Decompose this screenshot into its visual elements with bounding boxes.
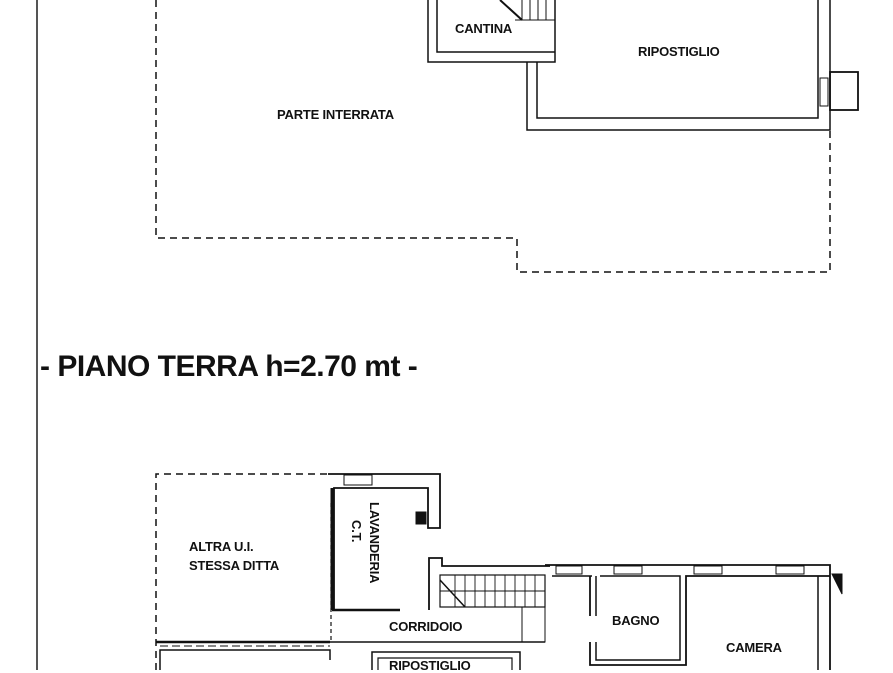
room-label-bagno: BAGNO [612,613,660,628]
room-label-camera: CAMERA [726,640,782,655]
ground-floor-plan [155,473,843,670]
room-label-corridoio: CORRIDOIO [389,619,463,634]
floor-title: - PIANO TERRA h=2.70 mt - [40,350,418,383]
room-label-ripostiglio-basement: RIPOSTIGLIO [638,44,720,59]
room-label-stessa-ditta: STESSA DITTA [189,558,280,573]
room-label-cantina: CANTINA [455,21,513,36]
room-label-parte-interrata: PARTE INTERRATA [277,107,394,122]
basement-plan [155,0,859,273]
room-label-altra-ui: ALTRA U.I. [189,539,254,554]
room-label-lavanderia: LAVANDERIA [367,502,382,584]
room-label-ripostiglio-ground: RIPOSTIGLIO [389,658,471,673]
room-label-ct: C.T. [349,520,364,543]
